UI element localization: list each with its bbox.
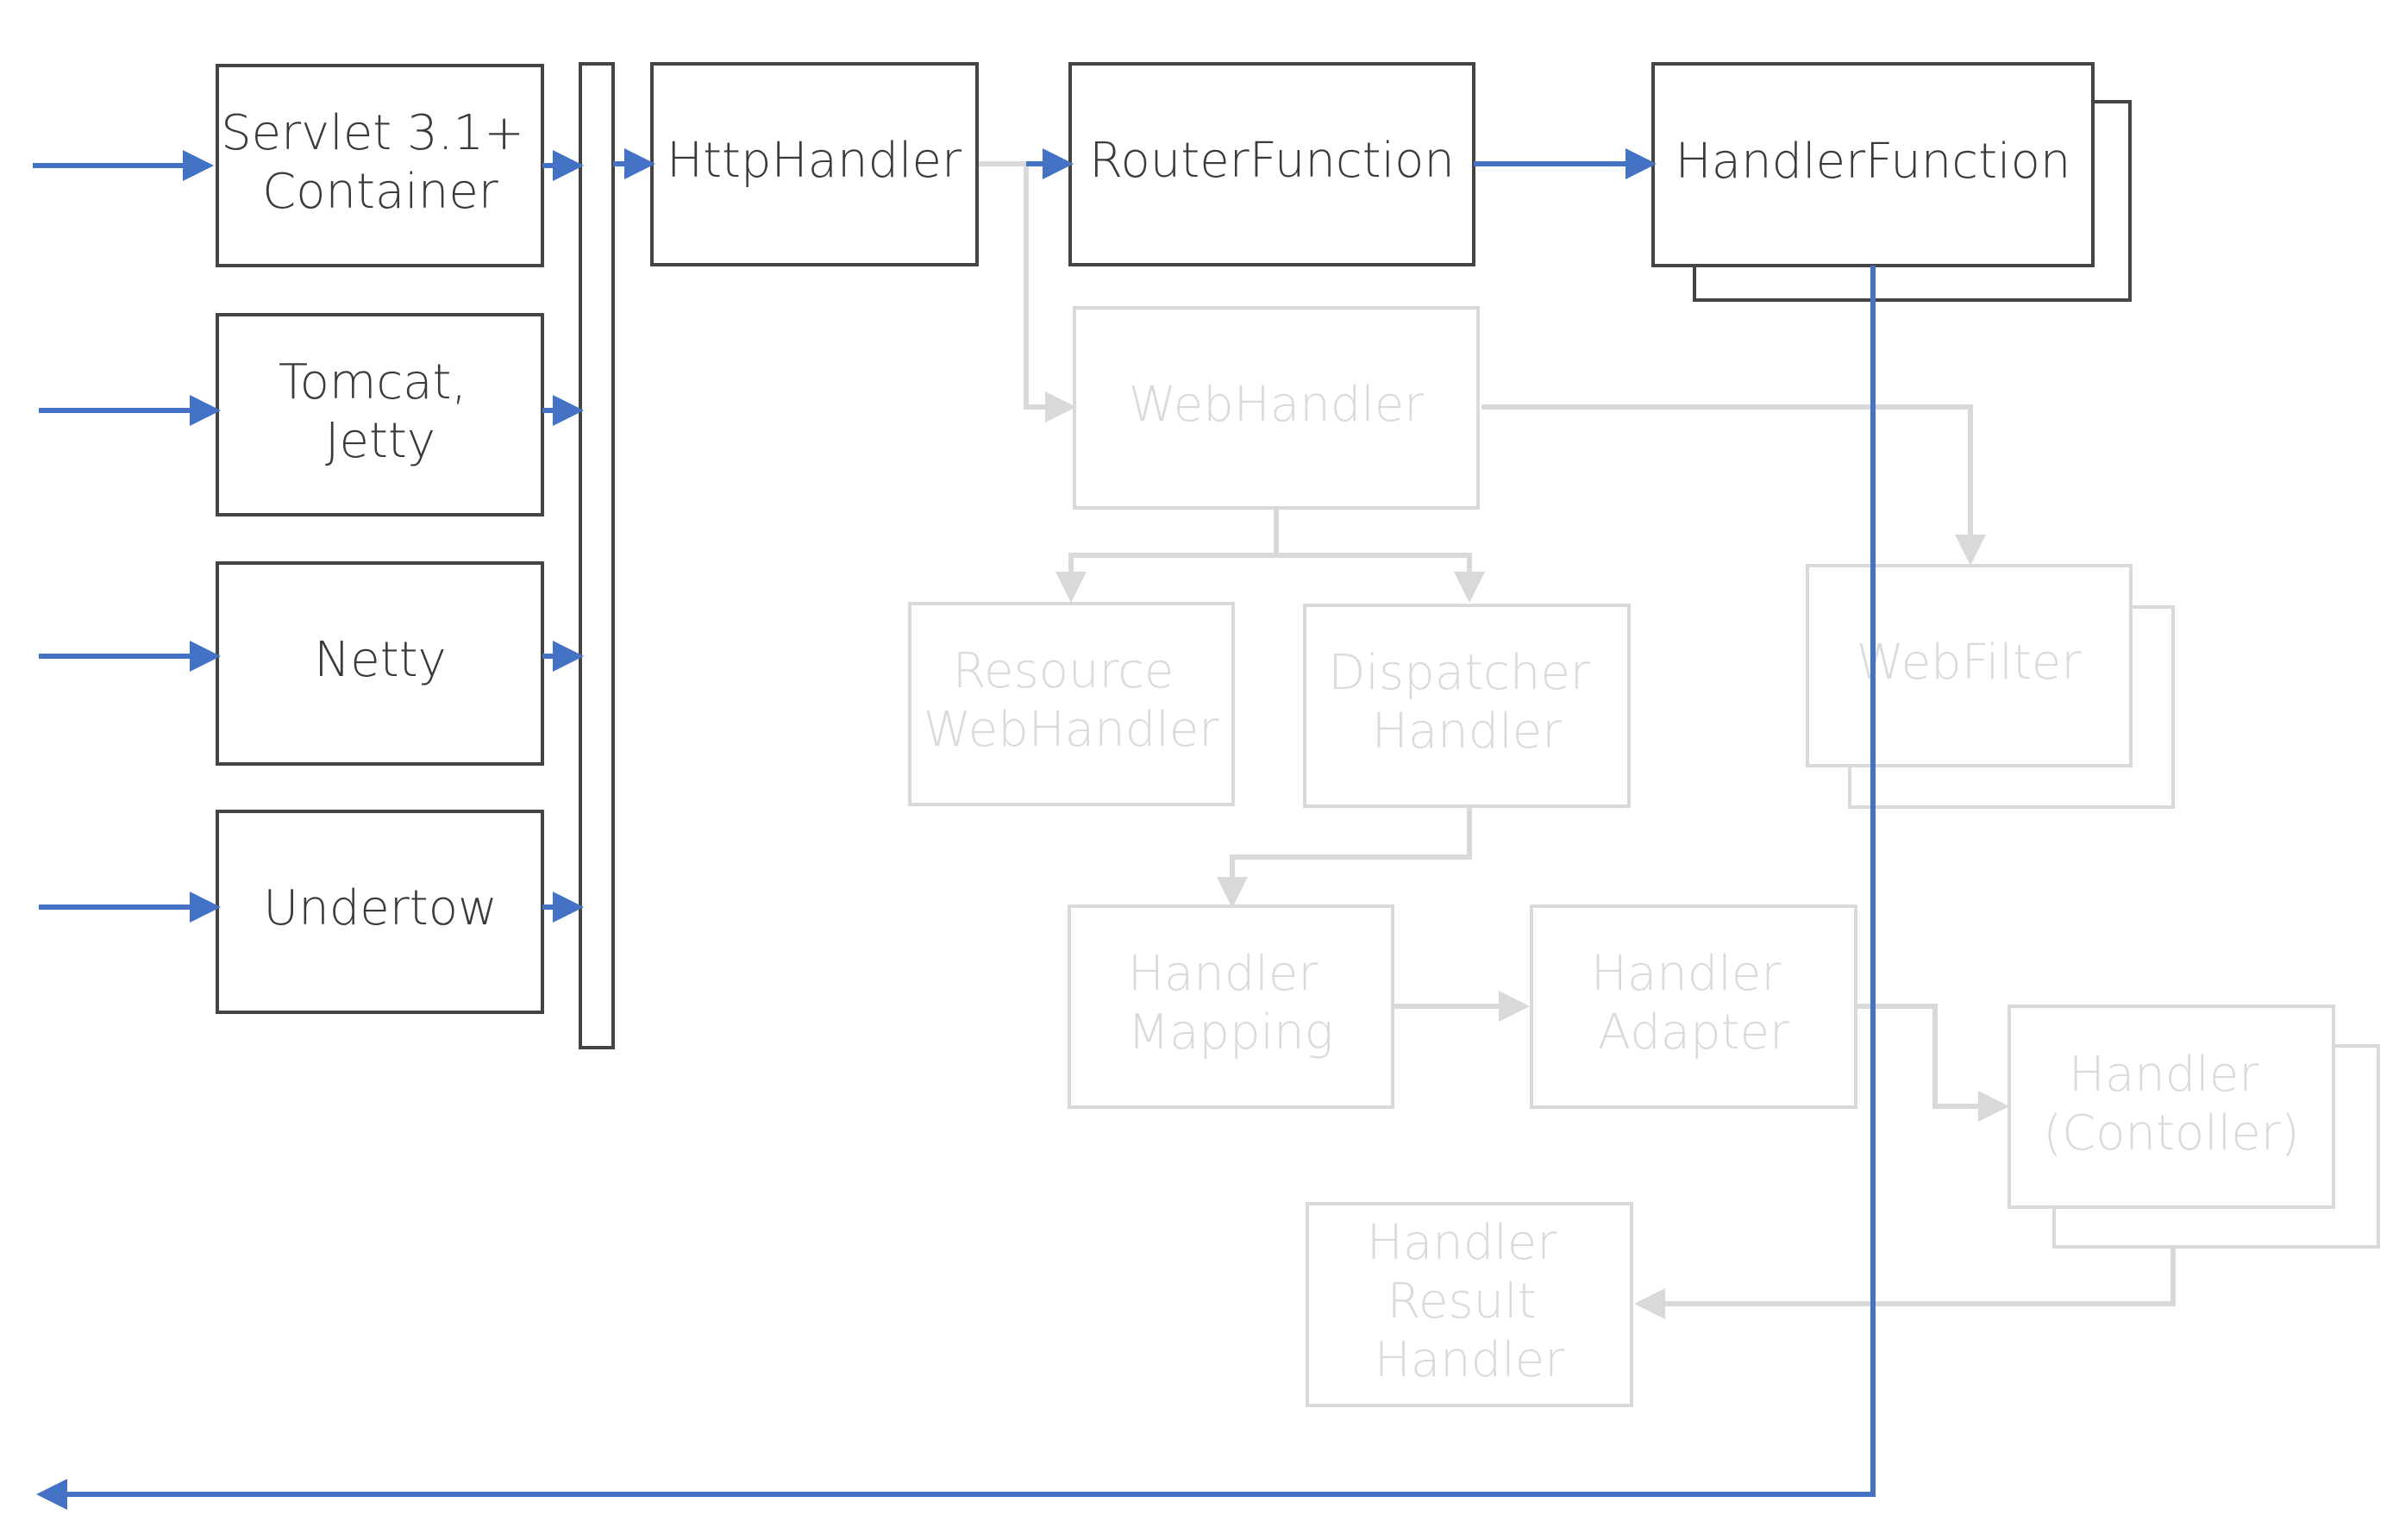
dispatcher-handler-line-1: Dispatcher xyxy=(1328,645,1589,701)
web-handler-node: WebHandler xyxy=(1073,306,1480,510)
adapter-bus-bar xyxy=(579,62,615,1049)
resource-web-handler-line-1: Resource xyxy=(953,643,1174,699)
resource-web-handler-node: Resource WebHandler xyxy=(908,602,1235,806)
handler-result-handler-line-1: Handler xyxy=(1367,1215,1557,1271)
svg-text:HttpHandler: HttpHandler xyxy=(667,133,961,189)
handler-result-handler-line-2: Result xyxy=(1387,1274,1537,1330)
http-handler-node: HttpHandler xyxy=(650,62,979,266)
flow-httphandler-to-webhandler xyxy=(977,161,1076,423)
web-handler-label: WebHandler xyxy=(1129,377,1425,433)
svg-text:Handler Mapping: Handler Mapping xyxy=(1128,946,1333,1061)
svg-text:WebHandler: WebHandler xyxy=(1129,377,1425,433)
handler-mapping-line-1: Handler xyxy=(1128,946,1319,1002)
svg-text:Handler Result Han: Handler Result Handler xyxy=(1367,1215,1572,1388)
svg-text:Dispatcher Handler: Dispatcher Handler xyxy=(1328,645,1605,760)
handler-adapter-node: Handler Adapter xyxy=(1530,905,1857,1109)
tomcat-jetty-line-1: Tomcat, xyxy=(279,354,467,410)
svg-text:HandlerFunction: HandlerFunction xyxy=(1676,134,2071,190)
http-handler-label: HttpHandler xyxy=(667,133,961,189)
handler-function-label: HandlerFunction xyxy=(1676,134,2071,190)
dispatcher-handler-line-2: Handler xyxy=(1372,704,1563,760)
svg-text:Resource WebHandler: Resource WebHandler xyxy=(924,643,1219,758)
handler-mapping-line-2: Mapping xyxy=(1128,1005,1333,1061)
servlet-container-line-1: Servlet 3.1+ xyxy=(221,105,524,161)
web-filter-node: WebFilter xyxy=(1806,564,2175,809)
handler-controller-line-2: (Contoller) xyxy=(2043,1105,2299,1161)
svg-text:Netty: Netty xyxy=(314,632,446,688)
router-function-node: RouterFunction xyxy=(1068,62,1475,266)
flow-response-return xyxy=(36,266,1876,1510)
servlet-container-node: Servlet 3.1+ Container xyxy=(216,64,544,267)
handler-result-handler-node: Handler Result Handler xyxy=(1306,1202,1633,1407)
web-filter-label: WebFilter xyxy=(1857,635,2082,691)
handler-function-node: HandlerFunction xyxy=(1651,62,2132,302)
handler-mapping-node: Handler Mapping xyxy=(1068,905,1394,1109)
netty-label: Netty xyxy=(314,632,446,688)
svg-text:Tomcat, Jetty: Tomcat, Jetty xyxy=(279,354,482,469)
netty-node: Netty xyxy=(216,561,544,766)
flow-webhandler-to-resource xyxy=(1055,509,1279,603)
flow-webhandler-to-dispatcher xyxy=(1276,553,1485,603)
svg-text:Servlet 3.1+ Container: Servlet 3.1+ Container xyxy=(221,105,540,220)
undertow-label: Undertow xyxy=(263,880,498,936)
handler-adapter-line-1: Handler xyxy=(1591,946,1782,1002)
undertow-node: Undertow xyxy=(216,810,544,1014)
faded-flows xyxy=(977,161,2176,1319)
tomcat-jetty-node: Tomcat, Jetty xyxy=(216,313,544,516)
handler-controller-line-1: Handler xyxy=(2069,1047,2259,1103)
servlet-container-line-2: Container xyxy=(262,164,498,220)
router-function-label: RouterFunction xyxy=(1089,133,1455,189)
resource-web-handler-line-2: WebHandler xyxy=(924,702,1219,758)
flow-dispatcher-to-mapping xyxy=(1217,806,1472,908)
handler-controller-node: Handler (Contoller) xyxy=(2008,1005,2380,1249)
svg-text:WebFilter: WebFilter xyxy=(1857,635,2082,691)
flow-webhandler-to-webfilter xyxy=(1481,404,1986,566)
handler-adapter-line-2: Adapter xyxy=(1598,1005,1789,1061)
dispatcher-handler-node: Dispatcher Handler xyxy=(1303,604,1631,808)
svg-text:Undertow: Undertow xyxy=(263,880,498,936)
svg-text:RouterFunction: RouterFunction xyxy=(1089,133,1455,189)
svg-text:Handler (Contoller): Handler (Contoller) xyxy=(2043,1047,2299,1161)
active-flows xyxy=(33,148,1876,1510)
tomcat-jetty-line-2: Jetty xyxy=(325,413,435,469)
flow-adapter-to-controller xyxy=(1857,1004,2009,1122)
handler-result-handler-line-3: Handler xyxy=(1375,1332,1565,1388)
svg-text:Handler Adapter: Handler Adapter xyxy=(1591,946,1796,1061)
